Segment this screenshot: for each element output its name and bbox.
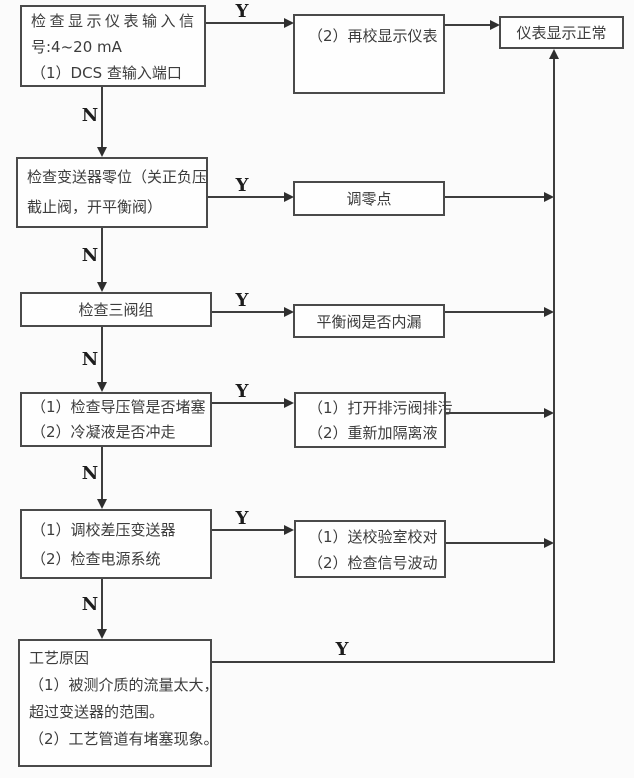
connector-no-5 bbox=[101, 579, 103, 630]
node-text-line: （2）再校显示仪表 bbox=[308, 27, 438, 45]
label-no-3: N bbox=[81, 349, 99, 370]
connector-no-1 bbox=[101, 87, 103, 148]
node-check-impulse-lines: （1）检查导压管是否堵塞 （2）冷凝液是否冲走 bbox=[20, 392, 212, 447]
connector-no-3 bbox=[101, 327, 103, 383]
node-text-line: （1）检查导压管是否堵塞 bbox=[31, 398, 206, 416]
label-yes-bottom: Y bbox=[335, 639, 349, 660]
node-open-drain-valve: （1）打开排污阀排污 （2）重新加隔离液 bbox=[294, 392, 453, 448]
connector-no-4 bbox=[101, 447, 103, 500]
arrowhead-down-icon bbox=[97, 382, 107, 392]
node-text-line: 仪表显示正常 bbox=[516, 24, 607, 42]
node-text-line: 工艺原因 bbox=[29, 649, 90, 667]
node-check-input-signal: 检查显示仪表输入信 号:4~20 mA （1）DCS 查输入端口 bbox=[20, 5, 206, 87]
arrowhead-right-icon bbox=[544, 192, 554, 202]
node-text-line: 检查三阀组 bbox=[78, 301, 154, 319]
node-text-line: （2）工艺管道有堵塞现象。 bbox=[29, 730, 219, 748]
arrowhead-right-icon bbox=[544, 538, 554, 548]
node-send-to-lab: （1）送校验室校对 （2）检查信号波动 bbox=[294, 520, 446, 578]
connector-yes-1 bbox=[206, 22, 286, 24]
connector-no-2 bbox=[101, 228, 103, 283]
node-text-line: （2）冷凝液是否冲走 bbox=[31, 423, 176, 441]
arrowhead-right-icon bbox=[284, 18, 294, 28]
connector-trunk-3 bbox=[445, 311, 545, 313]
node-check-three-valve-manifold: 检查三阀组 bbox=[20, 292, 212, 327]
arrowhead-right-icon bbox=[284, 525, 294, 535]
label-no-1: N bbox=[81, 105, 99, 126]
connector-trunk-2 bbox=[445, 196, 545, 198]
label-yes-5: Y bbox=[235, 508, 249, 529]
node-process-cause: 工艺原因 （1）被测介质的流量太大， 超过变送器的范围。 （2）工艺管道有堵塞现… bbox=[18, 639, 219, 767]
node-text-line: 超过变送器的范围。 bbox=[29, 703, 165, 721]
label-yes-3: Y bbox=[235, 290, 249, 311]
node-text-line: 平衡阀是否内漏 bbox=[316, 312, 422, 331]
node-text-line: 号:4~20 mA bbox=[31, 38, 122, 56]
node-balance-valve-leak: 平衡阀是否内漏 bbox=[293, 304, 445, 338]
node-text-line: （1）被测介质的流量太大， bbox=[29, 676, 219, 694]
connector-trunk-4 bbox=[446, 412, 545, 414]
connector-yes-4 bbox=[212, 402, 286, 404]
node-text-line: （2）检查电源系统 bbox=[31, 550, 161, 568]
connector-trunk-vertical bbox=[553, 58, 555, 663]
label-no-4: N bbox=[81, 463, 99, 484]
node-text-line: （2）检查信号波动 bbox=[308, 554, 438, 572]
arrowhead-right-icon bbox=[284, 398, 294, 408]
label-no-5: N bbox=[81, 594, 99, 615]
connector-yes-2 bbox=[208, 196, 286, 198]
node-adjust-zero: 调零点 bbox=[293, 181, 445, 216]
arrowhead-right-icon bbox=[490, 20, 500, 30]
connector-yes-5 bbox=[212, 529, 286, 531]
arrowhead-down-icon bbox=[97, 282, 107, 292]
node-text-line: 调零点 bbox=[346, 190, 392, 208]
node-text-line: （2）重新加隔离液 bbox=[308, 424, 438, 442]
connector-to-normal bbox=[445, 24, 491, 26]
node-calibrate-transmitter: （1）调校差压变送器 （2）检查电源系统 bbox=[20, 509, 212, 579]
label-no-2: N bbox=[81, 245, 99, 266]
arrowhead-down-icon bbox=[97, 629, 107, 639]
node-recalibrate-display: （2）再校显示仪表 bbox=[293, 14, 445, 94]
arrowhead-right-icon bbox=[284, 192, 294, 202]
connector-yes-3 bbox=[212, 311, 286, 313]
node-text-line: 检查变送器零位（关正负压 bbox=[27, 168, 208, 186]
connector-trunk-5 bbox=[446, 542, 545, 544]
node-check-transmitter-zero: 检查变送器零位（关正负压 截止阀，开平衡阀） bbox=[16, 157, 208, 228]
node-display-normal: 仪表显示正常 bbox=[499, 16, 624, 49]
node-text-line: （1）调校差压变送器 bbox=[31, 521, 176, 539]
arrowhead-down-icon bbox=[97, 147, 107, 157]
arrowhead-right-icon bbox=[544, 408, 554, 418]
node-text-line: （1）送校验室校对 bbox=[308, 528, 438, 546]
label-yes-4: Y bbox=[235, 381, 249, 402]
arrowhead-down-icon bbox=[97, 499, 107, 509]
arrowhead-right-icon bbox=[544, 307, 554, 317]
connector-yes-bottom bbox=[212, 661, 555, 663]
label-yes-2: Y bbox=[235, 175, 249, 196]
label-yes-1: Y bbox=[235, 1, 249, 22]
node-text-line: 检查显示仪表输入信 bbox=[31, 12, 195, 30]
arrowhead-right-icon bbox=[284, 307, 294, 317]
node-text-line: 截止阀，开平衡阀） bbox=[27, 198, 163, 216]
node-text-line: （1）打开排污阀排污 bbox=[308, 399, 453, 417]
node-text-line: （1）DCS 查输入端口 bbox=[31, 64, 182, 82]
arrowhead-up-icon bbox=[549, 49, 559, 59]
